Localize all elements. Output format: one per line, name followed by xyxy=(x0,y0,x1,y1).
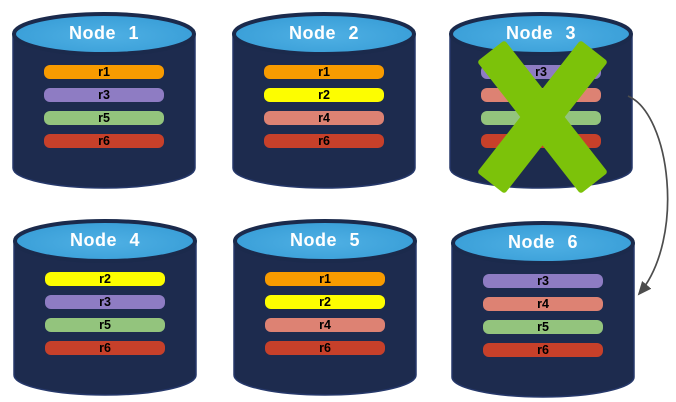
replica-bar: r1 xyxy=(265,272,385,286)
replica-bar: r6 xyxy=(44,134,164,148)
replica-bar: r5 xyxy=(44,111,164,125)
replica-bar: r2 xyxy=(45,272,165,286)
node-4-cylinder: Node 4 r2 r3 r5 r6 xyxy=(11,209,199,399)
replica-bar: r5 xyxy=(45,318,165,332)
replica-bar: r4 xyxy=(265,318,385,332)
node-1-title: Node 1 xyxy=(68,23,139,43)
node-3-cylinder: Node 3 r3 r4 r5 r6 xyxy=(447,2,635,194)
replica-bar: r4 xyxy=(264,111,384,125)
replica-bar: r6 xyxy=(264,134,384,148)
replica-bar: r1 xyxy=(264,65,384,79)
replica-bar: r3 xyxy=(45,295,165,309)
node-6-cylinder: Node 6 r3 r4 r5 r6 xyxy=(449,211,637,401)
replica-bar: r1 xyxy=(44,65,164,79)
replica-bar: r2 xyxy=(264,88,384,102)
replica-bar: r5 xyxy=(483,320,603,334)
replica-bar: r4 xyxy=(483,297,603,311)
node-2-cylinder: Node 2 r1 r2 r4 r6 xyxy=(230,2,418,192)
node-5-cylinder: Node 5 r1 r2 r4 r6 xyxy=(231,209,419,399)
replica-bar: r6 xyxy=(483,343,603,357)
replica-bar: r3 xyxy=(483,274,603,288)
node-4-title: Node 4 xyxy=(69,230,140,250)
node-2-title: Node 2 xyxy=(288,23,359,43)
node-5-title: Node 5 xyxy=(289,230,360,250)
node-1-cylinder: Node 1 r1 r3 r5 r6 xyxy=(10,2,198,192)
node-3-title: Node 3 xyxy=(505,23,576,43)
node-6-title: Node 6 xyxy=(507,232,578,252)
replica-bar: r6 xyxy=(45,341,165,355)
failure-x-icon xyxy=(476,40,609,194)
replica-bar: r6 xyxy=(265,341,385,355)
replica-bar: r3 xyxy=(44,88,164,102)
replica-bar: r2 xyxy=(265,295,385,309)
